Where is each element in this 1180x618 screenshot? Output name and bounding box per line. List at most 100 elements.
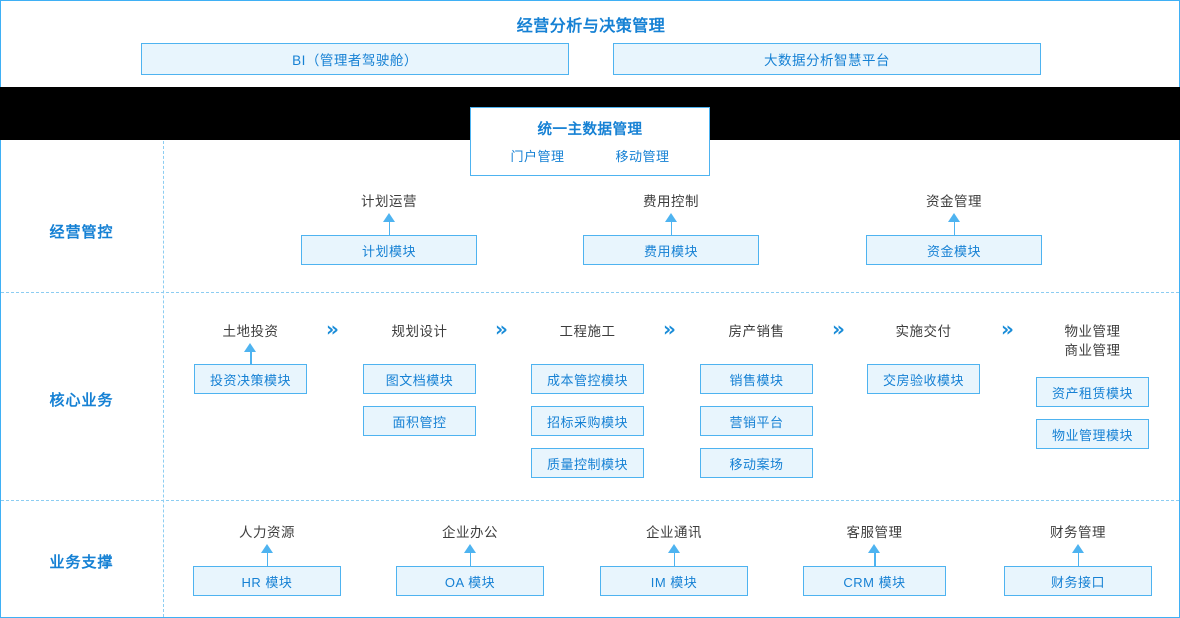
chevron-right-icon: » — [326, 317, 339, 341]
stage-header: 企业通讯 — [646, 525, 702, 540]
module-box-label: 交房验收模块 — [882, 372, 964, 388]
module-box-label: 投资决策模块 — [209, 372, 291, 388]
module-box[interactable]: 移动案场 — [700, 448, 813, 478]
module-box[interactable]: 财务接口 — [1004, 566, 1152, 596]
stage-header: 人力资源 — [239, 525, 295, 540]
module-box-label: 移动案场 — [729, 456, 784, 472]
platform-box-group: BI（管理者驾驶舱） 大数据分析智慧平台 — [1, 43, 1180, 75]
module-box[interactable]: 营销平台 — [700, 406, 813, 436]
module-box-label: HR 模块 — [241, 574, 293, 590]
arrow-stem — [250, 350, 252, 364]
arrow-head — [1071, 544, 1084, 553]
module-box[interactable]: CRM 模块 — [803, 566, 946, 596]
platform-box-label: 大数据分析智慧平台 — [764, 53, 890, 68]
module-box[interactable]: 资产租赁模块 — [1036, 377, 1149, 407]
module-box-label: 费用模块 — [643, 243, 698, 259]
master-data-sub-item[interactable]: 门户管理 — [510, 149, 565, 164]
module-box[interactable]: 投资决策模块 — [194, 364, 307, 394]
up-arrow-icon — [868, 544, 881, 566]
stage-header: 企业办公 — [442, 525, 498, 540]
module-box-label: 财务接口 — [1050, 574, 1105, 590]
module-box-label: OA 模块 — [444, 574, 496, 590]
master-data-card[interactable]: 统一主数据管理 门户管理 移动管理 — [470, 107, 710, 176]
up-arrow-icon — [667, 544, 681, 566]
chevron-right-icon: » — [663, 317, 676, 341]
module-box[interactable]: 销售模块 — [700, 364, 813, 394]
module-box-label: IM 模块 — [650, 574, 698, 590]
up-arrow-icon — [947, 213, 961, 235]
stage-header: 房产销售 — [728, 324, 785, 339]
stage-header: 规划设计 — [391, 324, 448, 339]
module-box[interactable]: HR 模块 — [193, 566, 341, 596]
module-box-label: 营销平台 — [729, 414, 784, 430]
arrow-stem — [673, 551, 675, 566]
module-box-label: 资产租赁模块 — [1051, 385, 1133, 401]
arrow-head — [244, 343, 256, 352]
up-arrow-icon — [1071, 544, 1085, 566]
stage-header: 客服管理 — [846, 525, 903, 540]
stage-header: 土地投资 — [222, 324, 279, 339]
platform-box[interactable]: BI（管理者驾驶舱） — [141, 43, 569, 75]
chevron-right-icon: » — [495, 317, 508, 341]
module-box-label: 图文档模块 — [385, 372, 454, 388]
stage-header: 实施交付 — [895, 324, 952, 339]
chevron-right-icon: » — [832, 317, 845, 341]
chevron-right-icon: » — [1001, 317, 1014, 341]
module-box[interactable]: 招标采购模块 — [531, 406, 644, 436]
arrow-stem — [1077, 551, 1079, 566]
stage-header: 工程施工 — [559, 324, 616, 339]
module-box[interactable]: 质量控制模块 — [531, 448, 644, 478]
master-data-sub-item[interactable]: 移动管理 — [615, 149, 670, 164]
up-arrow-icon — [463, 544, 477, 566]
platform-box-label: BI（管理者驾驶舱） — [292, 53, 418, 68]
arrow-head — [664, 213, 677, 222]
stage-header-line: 商业管理 — [1064, 343, 1121, 358]
stage-header-line: 物业管理 — [1064, 324, 1121, 339]
arrow-head — [667, 544, 680, 553]
module-box-label: CRM 模块 — [843, 574, 906, 590]
module-box-label: 销售模块 — [729, 372, 784, 388]
layer-label-1: 核心业务 — [49, 392, 114, 409]
layer-label-2: 业务支撑 — [49, 554, 114, 571]
module-box[interactable]: 费用模块 — [583, 235, 759, 265]
analytics-panel: 经营分析与决策管理 BI（管理者驾驶舱） 大数据分析智慧平台 — [0, 0, 1180, 88]
stage-header: 资金管理 — [926, 194, 982, 209]
module-box[interactable]: 图文档模块 — [363, 364, 476, 394]
master-data-title: 统一主数据管理 — [537, 122, 643, 138]
up-arrow-icon — [664, 213, 678, 235]
arrow-stem — [266, 551, 268, 566]
arrow-head — [947, 213, 960, 222]
arrow-stem — [670, 220, 672, 235]
module-box-label: 计划模块 — [361, 243, 416, 259]
module-box-label: 质量控制模块 — [546, 456, 628, 472]
up-arrow-icon — [244, 343, 257, 364]
module-box[interactable]: 面积管控 — [363, 406, 476, 436]
platform-box[interactable]: 大数据分析智慧平台 — [613, 43, 1041, 75]
up-arrow-icon — [382, 213, 396, 235]
module-box[interactable]: 物业管理模块 — [1036, 419, 1149, 449]
module-box[interactable]: 交房验收模块 — [867, 364, 980, 394]
module-box-label: 物业管理模块 — [1051, 427, 1133, 443]
module-box[interactable]: 成本管控模块 — [531, 364, 644, 394]
module-box-label: 招标采购模块 — [546, 414, 628, 430]
arrow-head — [260, 544, 273, 553]
module-box[interactable]: 计划模块 — [301, 235, 477, 265]
stage-header: 计划运营 — [361, 194, 417, 209]
stage-header: 费用控制 — [643, 194, 699, 209]
module-box[interactable]: OA 模块 — [396, 566, 544, 596]
arrow-stem — [874, 551, 876, 566]
arrow-head — [382, 213, 395, 222]
arrow-head — [463, 544, 476, 553]
row-divider-2 — [1, 500, 1179, 501]
master-data-sub-group: 门户管理 移动管理 — [471, 146, 709, 165]
arrow-stem — [953, 220, 955, 235]
page-title: 经营分析与决策管理 — [516, 18, 666, 35]
module-box[interactable]: 资金模块 — [866, 235, 1042, 265]
arrow-stem — [469, 551, 471, 566]
module-box-label: 面积管控 — [392, 414, 447, 430]
module-box-label: 成本管控模块 — [546, 372, 628, 388]
stage-header: 物业管理商业管理 — [1036, 322, 1149, 360]
layer-label-0: 经营管控 — [49, 224, 114, 241]
module-box[interactable]: IM 模块 — [600, 566, 748, 596]
